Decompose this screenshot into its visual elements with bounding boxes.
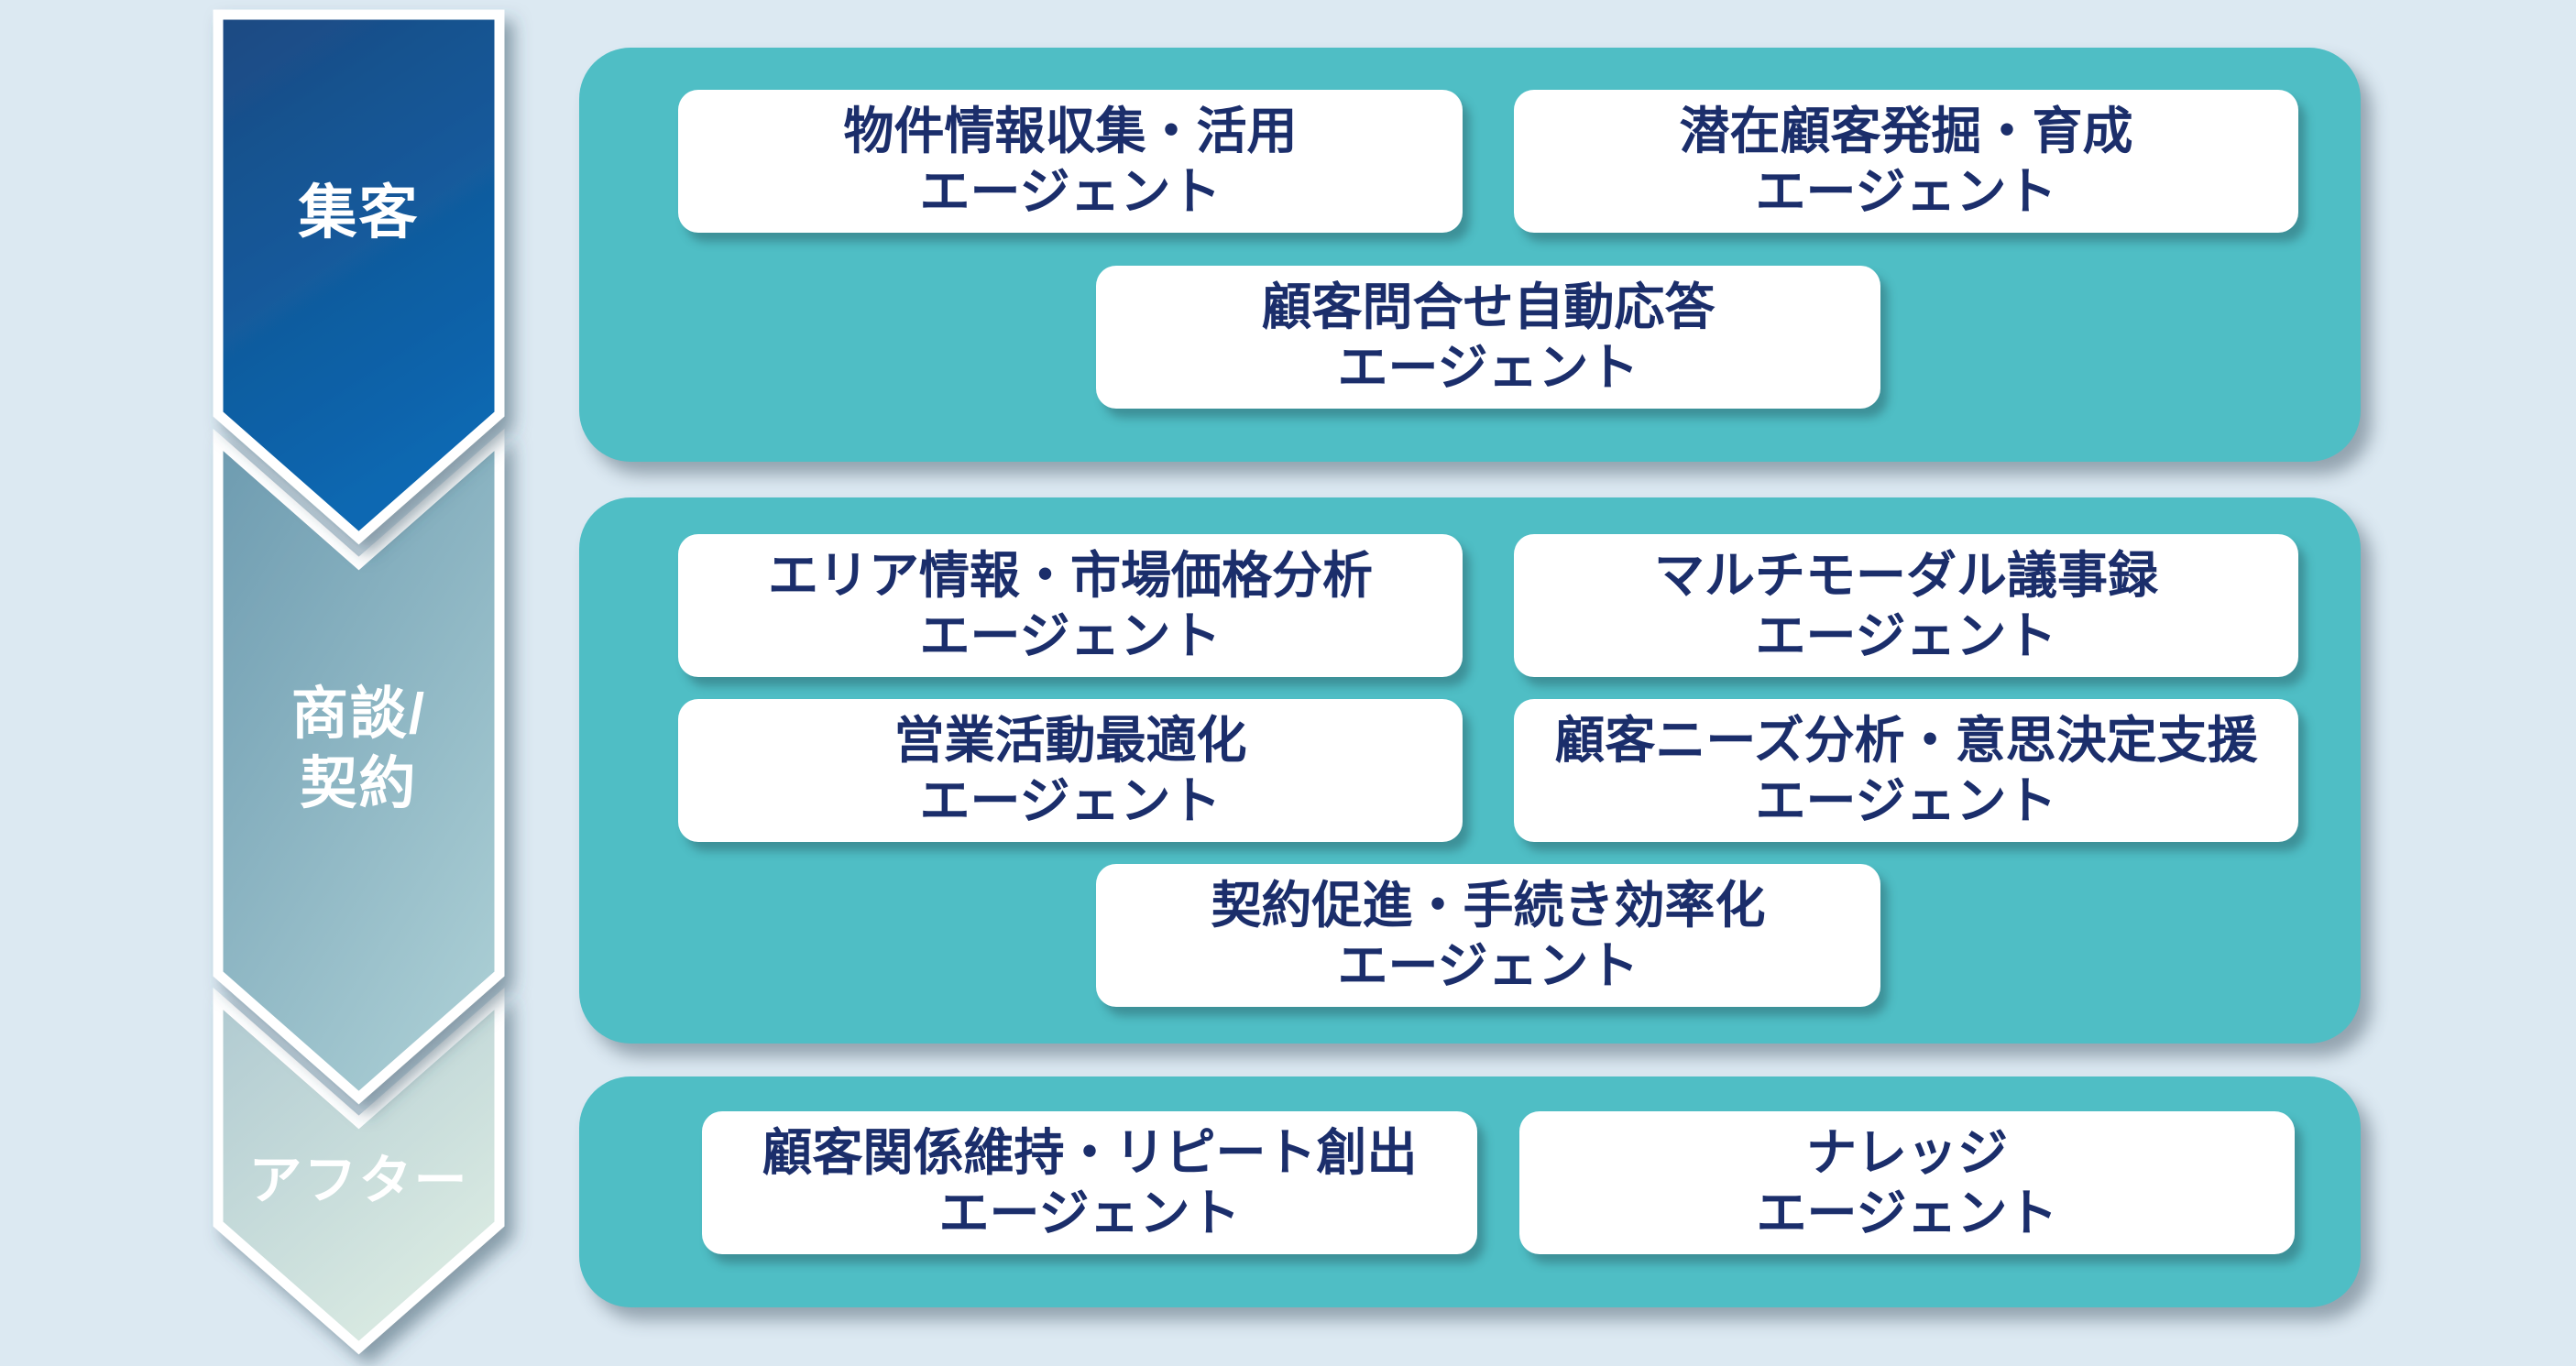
- card-subtitle: エージェント: [1337, 339, 1639, 396]
- card-subtitle: エージェント: [1755, 607, 2057, 664]
- stage-label-text: 契約: [300, 752, 418, 815]
- stage-label-text: 集客: [298, 180, 420, 246]
- card-lead-discovery-nurturing: 潜在顧客発掘・育成 エージェント: [1514, 90, 2298, 233]
- stage-arrow-after: [213, 987, 505, 1355]
- card-title: ナレッジ: [1805, 1124, 2008, 1181]
- card-subtitle: エージェント: [1756, 1185, 2058, 1241]
- card-title: マルチモーダル議事録: [1653, 547, 2158, 604]
- card-contract-facilitation-efficiency: 契約促進・手続き効率化 エージェント: [1096, 864, 1880, 1007]
- card-inquiry-auto-response: 顧客問合せ自動応答 エージェント: [1096, 266, 1880, 409]
- card-title: 顧客ニーズ分析・意思決定支援: [1554, 712, 2258, 769]
- card-customer-retention-repeat: 顧客関係維持・リピート創出 エージェント: [702, 1111, 1477, 1254]
- card-subtitle: エージェント: [919, 163, 1222, 220]
- panel-attract: 物件情報収集・活用 エージェント 潜在顧客発掘・育成 エージェント 顧客問合せ自…: [579, 48, 2361, 462]
- card-knowledge: ナレッジ エージェント: [1519, 1111, 2295, 1254]
- panel-negotiation-contract: エリア情報・市場価格分析 エージェント マルチモーダル議事録 エージェント 営業…: [579, 497, 2361, 1044]
- stage-label-after: アフター: [218, 1153, 499, 1209]
- stage-label-text: アフター: [248, 1151, 469, 1210]
- stage-label-attract: 集客: [218, 180, 499, 246]
- card-property-info-collection: 物件情報収集・活用 エージェント: [678, 90, 1463, 233]
- card-multimodal-minutes: マルチモーダル議事録 エージェント: [1514, 534, 2298, 677]
- card-title: 顧客関係維持・リピート創出: [762, 1124, 1418, 1181]
- card-subtitle: エージェント: [919, 772, 1222, 829]
- card-title: 潜在顧客発掘・育成: [1679, 103, 2133, 159]
- card-subtitle: エージェント: [919, 607, 1222, 664]
- card-subtitle: エージェント: [938, 1185, 1241, 1241]
- card-title: 契約促進・手続き効率化: [1211, 877, 1766, 934]
- stage-arrow-negotiation-contract: [213, 428, 505, 1105]
- stage-label-text: 商談/: [290, 683, 427, 746]
- card-customer-needs-decision-support: 顧客ニーズ分析・意思決定支援 エージェント: [1514, 699, 2298, 842]
- card-subtitle: エージェント: [1755, 772, 2057, 829]
- card-subtitle: エージェント: [1755, 163, 2057, 220]
- card-title: 顧客問合せ自動応答: [1261, 279, 1716, 335]
- stage-arrow-attract: [213, 9, 505, 545]
- card-sales-activity-optimization: 営業活動最適化 エージェント: [678, 699, 1463, 842]
- card-title: 営業活動最適化: [893, 712, 1247, 769]
- card-title: エリア情報・市場価格分析: [767, 547, 1373, 604]
- stage-label-negotiation-contract: 商談/ 契約: [218, 680, 499, 819]
- panel-after: 顧客関係維持・リピート創出 エージェント ナレッジ エージェント: [579, 1076, 2361, 1307]
- card-title: 物件情報収集・活用: [843, 103, 1298, 159]
- card-area-market-price-analysis: エリア情報・市場価格分析 エージェント: [678, 534, 1463, 677]
- card-subtitle: エージェント: [1337, 937, 1639, 994]
